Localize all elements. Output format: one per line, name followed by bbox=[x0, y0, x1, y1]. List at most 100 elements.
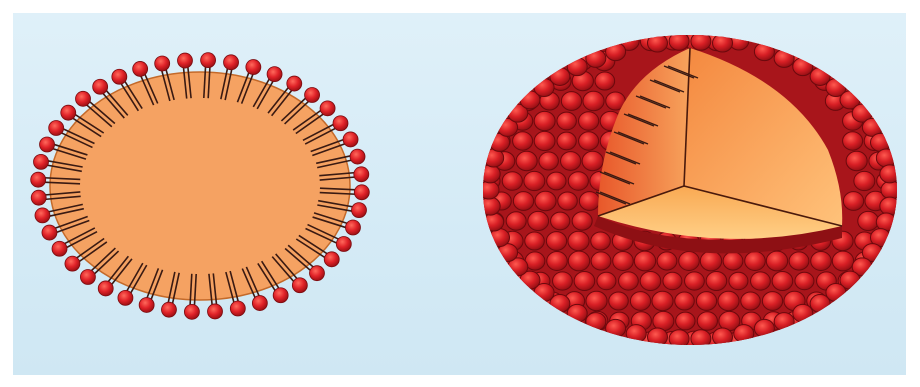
surface-head bbox=[663, 272, 682, 289]
surfactant-head bbox=[42, 225, 57, 240]
surface-head bbox=[586, 49, 606, 67]
surface-head bbox=[557, 132, 576, 150]
surface-head bbox=[700, 251, 721, 271]
surface-head bbox=[586, 291, 607, 310]
surfactant-head bbox=[345, 220, 360, 235]
surface-head bbox=[583, 91, 604, 110]
surface-head bbox=[754, 43, 774, 61]
surface-head bbox=[846, 151, 867, 170]
surface-head bbox=[811, 252, 832, 271]
surface-head bbox=[772, 272, 793, 291]
surface-head bbox=[734, 325, 754, 343]
surface-head bbox=[550, 67, 570, 85]
surfactant-head bbox=[354, 167, 369, 182]
surfactant-head bbox=[320, 101, 335, 116]
surface-head bbox=[675, 292, 695, 310]
surface-head bbox=[561, 92, 581, 111]
surfactant-head bbox=[351, 203, 366, 218]
surfactant-head bbox=[208, 304, 223, 319]
surfactant-head bbox=[34, 154, 49, 169]
surface-head bbox=[609, 292, 629, 310]
surfactant-head bbox=[343, 132, 358, 147]
surfactant-head bbox=[80, 269, 95, 284]
surface-head bbox=[774, 49, 794, 67]
surface-head bbox=[843, 192, 863, 211]
surface-head bbox=[591, 252, 611, 270]
surface-head bbox=[679, 252, 700, 271]
surfactant-head bbox=[98, 281, 113, 296]
surface-head bbox=[567, 304, 587, 322]
surface-head bbox=[706, 272, 727, 291]
surfactant-head bbox=[333, 116, 348, 131]
surface-head bbox=[502, 172, 522, 191]
surface-head bbox=[597, 272, 616, 289]
surface-head bbox=[669, 32, 689, 50]
surface-head bbox=[557, 112, 576, 130]
surfactant-head bbox=[287, 76, 302, 91]
surfactant-head bbox=[31, 172, 46, 187]
surface-head bbox=[534, 131, 555, 150]
surfactant-head bbox=[230, 301, 245, 316]
surface-head bbox=[634, 251, 655, 271]
surface-head bbox=[480, 165, 500, 183]
surface-head bbox=[513, 132, 533, 150]
surfactant-head bbox=[161, 302, 176, 317]
surface-head bbox=[516, 151, 537, 170]
surfactant-head bbox=[350, 149, 365, 164]
surfactant-head bbox=[184, 304, 199, 319]
surface-head bbox=[484, 213, 504, 231]
surface-head bbox=[572, 212, 592, 230]
surfactant-head bbox=[336, 237, 351, 252]
surfactant-head bbox=[31, 190, 46, 205]
surfactant-head bbox=[49, 120, 64, 135]
surface-head bbox=[613, 252, 634, 271]
surfactant-head bbox=[40, 137, 55, 152]
surfactant-head bbox=[118, 290, 133, 305]
surfactant-head bbox=[93, 79, 108, 94]
surface-head bbox=[568, 172, 588, 191]
surface-head bbox=[880, 165, 900, 183]
surfactant-head bbox=[201, 53, 216, 68]
surfactant-head bbox=[324, 252, 339, 267]
surfactant-head bbox=[309, 266, 324, 281]
surface-head bbox=[691, 32, 711, 50]
surface-head bbox=[547, 172, 566, 190]
surface-head bbox=[528, 211, 549, 230]
surfactant-head bbox=[35, 208, 50, 223]
surface-head bbox=[574, 272, 595, 291]
surfactant-head bbox=[224, 55, 239, 70]
surface-head bbox=[691, 330, 711, 348]
surface-head bbox=[685, 272, 705, 290]
surface-head bbox=[697, 312, 717, 331]
surface-head bbox=[854, 171, 875, 190]
surface-head bbox=[595, 72, 615, 90]
surface-head bbox=[579, 112, 599, 131]
surfactant-head bbox=[155, 56, 170, 71]
surface-head bbox=[579, 132, 599, 150]
surface-head bbox=[858, 211, 879, 230]
surfactant-head bbox=[65, 256, 80, 271]
surface-head bbox=[547, 252, 568, 271]
surface-head bbox=[793, 58, 813, 76]
surfactant-head bbox=[252, 296, 267, 311]
surface-head bbox=[729, 272, 748, 289]
surface-head bbox=[647, 34, 667, 52]
surface-head bbox=[506, 212, 526, 230]
surface-head bbox=[480, 197, 500, 215]
surface-head bbox=[754, 319, 774, 337]
surface-head bbox=[591, 232, 611, 250]
surfactant-head bbox=[292, 278, 307, 293]
surface-head bbox=[652, 291, 673, 310]
surface-head bbox=[718, 291, 739, 310]
surface-head bbox=[810, 295, 830, 313]
surface-head bbox=[774, 313, 794, 331]
surface-head bbox=[795, 272, 814, 289]
surface-head bbox=[669, 330, 689, 348]
surface-head bbox=[579, 192, 599, 211]
surface-head bbox=[525, 232, 545, 250]
surfactant-head bbox=[112, 69, 127, 84]
surface-head bbox=[586, 313, 606, 331]
surfactant-head bbox=[133, 61, 148, 76]
surface-head bbox=[534, 111, 555, 130]
surface-head bbox=[558, 192, 578, 210]
